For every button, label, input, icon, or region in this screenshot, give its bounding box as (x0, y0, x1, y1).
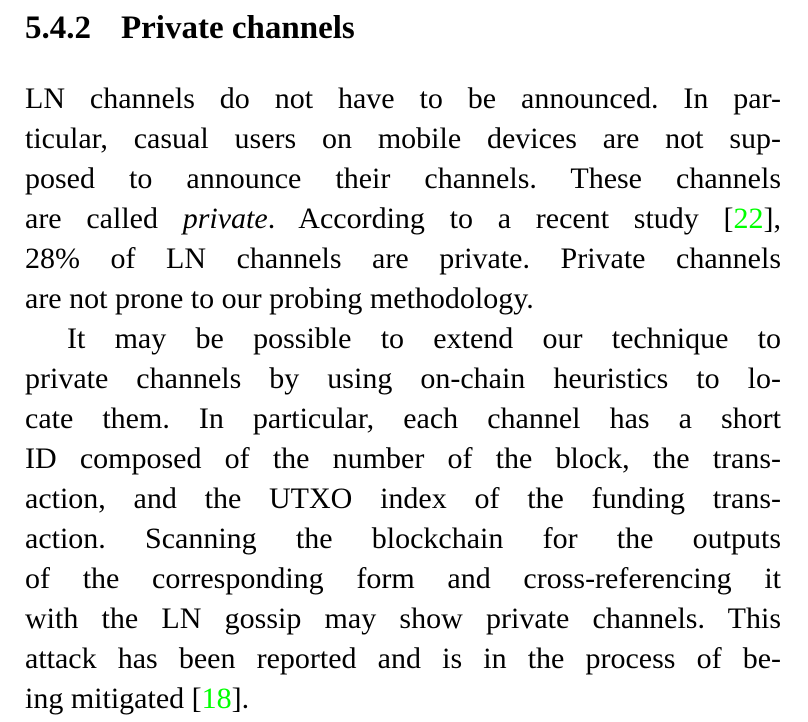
text-line: are not prone to our probing methodology… (25, 279, 781, 319)
citation-link[interactable]: 22 (733, 202, 764, 235)
text-run: It may be possible to extend our techniq… (67, 322, 781, 355)
text-run: attack has been reported and is in the p… (25, 642, 781, 675)
text-run: ing mitigated [ (25, 682, 202, 715)
text-run: 28% of LN channels are private. Private … (25, 242, 781, 275)
text-line: ticular, casual users on mobile devices … (25, 119, 781, 159)
text-line: of the corresponding form and cross-refe… (25, 559, 781, 599)
text-run: of the corresponding form and cross-refe… (25, 562, 781, 595)
body-text: LN channels do not have to be announced.… (25, 79, 781, 719)
citation-link[interactable]: 18 (201, 682, 232, 715)
text-run: LN channels do not have to be announced.… (25, 82, 781, 115)
italic-text: private (182, 202, 268, 235)
text-run: ], (763, 202, 782, 235)
text-run: are not prone to our probing methodology… (25, 282, 534, 315)
text-run: private channels by using on-chain heuri… (25, 362, 781, 395)
text-line: are called private. According to a recen… (25, 199, 781, 239)
text-run: cate them. In particular, each channel h… (25, 402, 781, 435)
section-title: Private channels (121, 10, 355, 46)
text-line: with the LN gossip may show private chan… (25, 599, 781, 639)
text-line: ID composed of the number of the block, … (25, 439, 781, 479)
text-line: cate them. In particular, each channel h… (25, 399, 781, 439)
text-run: with the LN gossip may show private chan… (25, 602, 781, 635)
text-line: It may be possible to extend our techniq… (25, 319, 781, 359)
text-run: posed to announce their channels. These … (25, 162, 781, 195)
text-run: ticular, casual users on mobile devices … (25, 122, 781, 155)
text-line: attack has been reported and is in the p… (25, 639, 781, 679)
text-run: . According to a recent study [ (267, 202, 734, 235)
text-line: 28% of LN channels are private. Private … (25, 239, 781, 279)
text-line: ing mitigated [18]. (25, 679, 781, 719)
text-line: private channels by using on-chain heuri… (25, 359, 781, 399)
text-line: posed to announce their channels. These … (25, 159, 781, 199)
text-run: ID composed of the number of the block, … (25, 442, 781, 475)
text-run: action, and the UTXO index of the fundin… (25, 482, 781, 515)
text-line: LN channels do not have to be announced.… (25, 79, 781, 119)
text-run: are called (25, 202, 183, 235)
text-line: action, and the UTXO index of the fundin… (25, 479, 781, 519)
paragraph: LN channels do not have to be announced.… (25, 79, 781, 319)
text-run: ]. (231, 682, 250, 715)
text-run: action. Scanning the blockchain for the … (25, 522, 781, 555)
paragraph: It may be possible to extend our techniq… (25, 319, 781, 719)
text-line: action. Scanning the blockchain for the … (25, 519, 781, 559)
section-number: 5.4.2 (25, 10, 91, 46)
section-heading: 5.4.2 Private channels (25, 9, 781, 48)
